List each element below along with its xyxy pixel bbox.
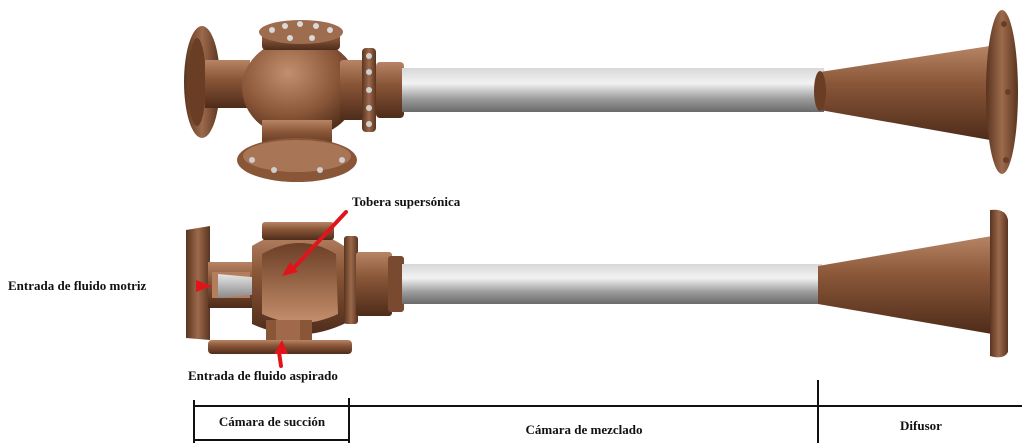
suction-inlet-label: Entrada de fluido aspirado	[188, 368, 338, 383]
section-dimension-lines	[193, 380, 1022, 443]
motive-arrow	[196, 280, 212, 292]
ejector-cutaway	[186, 209, 1008, 368]
diffuser-label: Difusor	[900, 418, 942, 433]
nozzle-arrowhead	[282, 262, 298, 276]
ejector-exterior	[184, 10, 1018, 182]
nozzle-label: Tobera supersónica	[352, 194, 461, 209]
suction-arrowhead	[274, 340, 288, 354]
suction-chamber-label: Cámara de succión	[218, 414, 326, 429]
mixing-chamber-label: Cámara de mezclado	[525, 422, 643, 437]
nozzle-pointer-line	[288, 210, 348, 274]
suction-pointer-line	[277, 350, 283, 368]
motive-inlet-label: Entrada de fluido motriz	[8, 278, 147, 293]
